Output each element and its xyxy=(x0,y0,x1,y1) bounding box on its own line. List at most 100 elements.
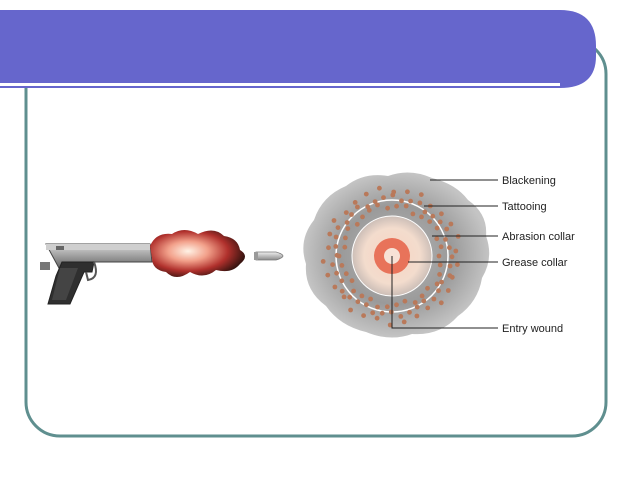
tattoo-dot xyxy=(342,244,348,250)
tattoo-dot xyxy=(401,319,407,325)
tattoo-dot xyxy=(343,210,349,216)
tattoo-dot xyxy=(438,244,444,250)
tattoo-dot xyxy=(326,245,331,251)
tattoo-dot xyxy=(355,299,361,305)
tattoo-dot xyxy=(399,198,404,204)
tattoo-dot xyxy=(370,310,376,316)
tattoo-dot xyxy=(391,189,397,195)
tattoo-dot xyxy=(361,313,366,318)
tattoo-dot xyxy=(355,204,360,210)
tattoo-dot xyxy=(365,204,371,210)
tattoo-dot xyxy=(344,220,350,225)
tattoo-dot xyxy=(419,293,425,299)
tattoo-dot xyxy=(349,212,354,217)
tattoo-dot xyxy=(394,203,399,209)
header-bar xyxy=(0,10,596,88)
tattoo-dot xyxy=(360,214,365,220)
tattoo-dot xyxy=(334,270,339,276)
tattoo-dot xyxy=(419,214,424,220)
label-abrasion-collar: Abrasion collar xyxy=(502,231,575,243)
tattoo-dot xyxy=(332,284,338,290)
tattoo-dot xyxy=(347,294,353,300)
tattoo-dot xyxy=(437,262,443,268)
label-entry-wound: Entry wound xyxy=(502,323,563,335)
tattoo-dot xyxy=(403,203,409,209)
tattoo-dot xyxy=(394,302,399,308)
tattoo-dot xyxy=(421,298,427,304)
tattoo-dot xyxy=(387,322,393,328)
tattoo-dot xyxy=(374,315,380,321)
label-grease-collar: Grease collar xyxy=(502,257,568,269)
tattoo-dot xyxy=(438,300,444,306)
tattoo-dot xyxy=(417,200,423,206)
tattoo-dot xyxy=(412,300,418,305)
tattoo-dot xyxy=(331,218,337,223)
tattoo-dot xyxy=(379,310,385,316)
tattoo-dot xyxy=(325,272,331,278)
tattoo-dot xyxy=(352,200,358,205)
tattoo-dot xyxy=(449,254,455,260)
tattoo-dot xyxy=(453,248,459,254)
tattoo-dot xyxy=(439,279,444,285)
tattoo-dot xyxy=(398,314,404,319)
tattoo-dot xyxy=(431,296,437,302)
tattoo-dot xyxy=(343,235,348,241)
tattoo-dot xyxy=(436,253,442,259)
tattoo-dot xyxy=(351,288,356,294)
tattoo-dot xyxy=(339,288,345,294)
label-blackening: Blackening xyxy=(502,175,556,187)
tattoo-dot xyxy=(375,304,380,310)
leader-lines xyxy=(391,179,498,329)
tattoo-dot xyxy=(455,262,460,267)
gunshot-wound-icon xyxy=(303,172,490,338)
tattoo-dot xyxy=(363,191,369,197)
tattoo-dot xyxy=(375,202,380,208)
tattoo-dot xyxy=(320,259,326,264)
tattoo-dot xyxy=(414,313,420,319)
tattooing-dots xyxy=(320,185,461,328)
tattoo-dot xyxy=(348,307,353,313)
tattoo-dot xyxy=(434,281,440,287)
tattoo-dot xyxy=(448,221,454,227)
header-underline xyxy=(0,83,560,86)
tattoo-dot xyxy=(381,195,386,201)
label-tattooing: Tattooing xyxy=(502,201,547,213)
tattoo-dot xyxy=(402,298,408,304)
pistol-icon xyxy=(40,243,153,305)
tattoo-dot xyxy=(372,199,378,205)
tattoo-dot xyxy=(384,304,390,310)
tattoo-dot xyxy=(436,288,441,294)
tattoo-dot xyxy=(368,296,373,302)
tattoo-dot xyxy=(335,225,341,231)
tattoo-dot xyxy=(434,236,440,242)
leader-entry xyxy=(391,256,498,329)
tattoo-dot xyxy=(437,219,443,225)
tattoo-dot xyxy=(345,226,351,232)
tattoo-dot xyxy=(445,288,451,293)
tattoo-dot xyxy=(349,278,355,284)
tattoo-dot xyxy=(366,207,372,213)
tattoo-dot xyxy=(425,305,431,311)
tattoo-dot xyxy=(405,189,410,195)
tattoo-dot xyxy=(364,302,369,308)
tattoo-dot xyxy=(422,209,428,215)
tattoo-dot xyxy=(427,219,433,225)
tattoo-dot xyxy=(333,234,339,240)
tattoo-dot xyxy=(425,285,430,291)
tattoo-dot xyxy=(333,244,339,249)
tattoo-dot xyxy=(343,271,349,277)
tattoo-dot xyxy=(341,294,347,300)
tattoo-dot xyxy=(439,211,444,217)
tattoo-dot xyxy=(418,192,424,198)
tattoo-dot xyxy=(434,225,440,231)
tattoo-dot xyxy=(377,185,382,191)
tattoo-dot xyxy=(437,272,442,277)
tattoo-dot xyxy=(449,274,455,280)
tattoo-dot xyxy=(388,309,394,315)
tattoo-dot xyxy=(447,245,452,251)
tattoo-dot xyxy=(327,231,333,237)
tattoo-dot xyxy=(414,304,420,310)
bullet-icon xyxy=(254,251,284,261)
